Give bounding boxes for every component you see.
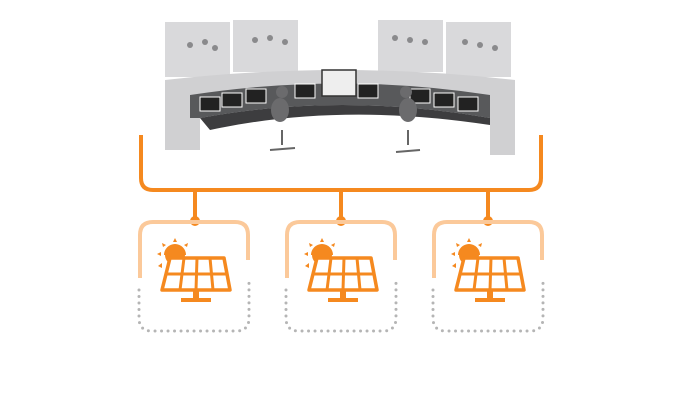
solar-site-3 [431, 220, 545, 333]
solar-panel-icon [449, 236, 526, 304]
control-room-illustration [165, 20, 515, 155]
communication-bus [139, 135, 543, 220]
solar-site-2 [284, 220, 398, 333]
solar-panel-icon [155, 236, 232, 304]
solar-site-1 [137, 220, 251, 333]
solar-panel-icon [302, 236, 379, 304]
